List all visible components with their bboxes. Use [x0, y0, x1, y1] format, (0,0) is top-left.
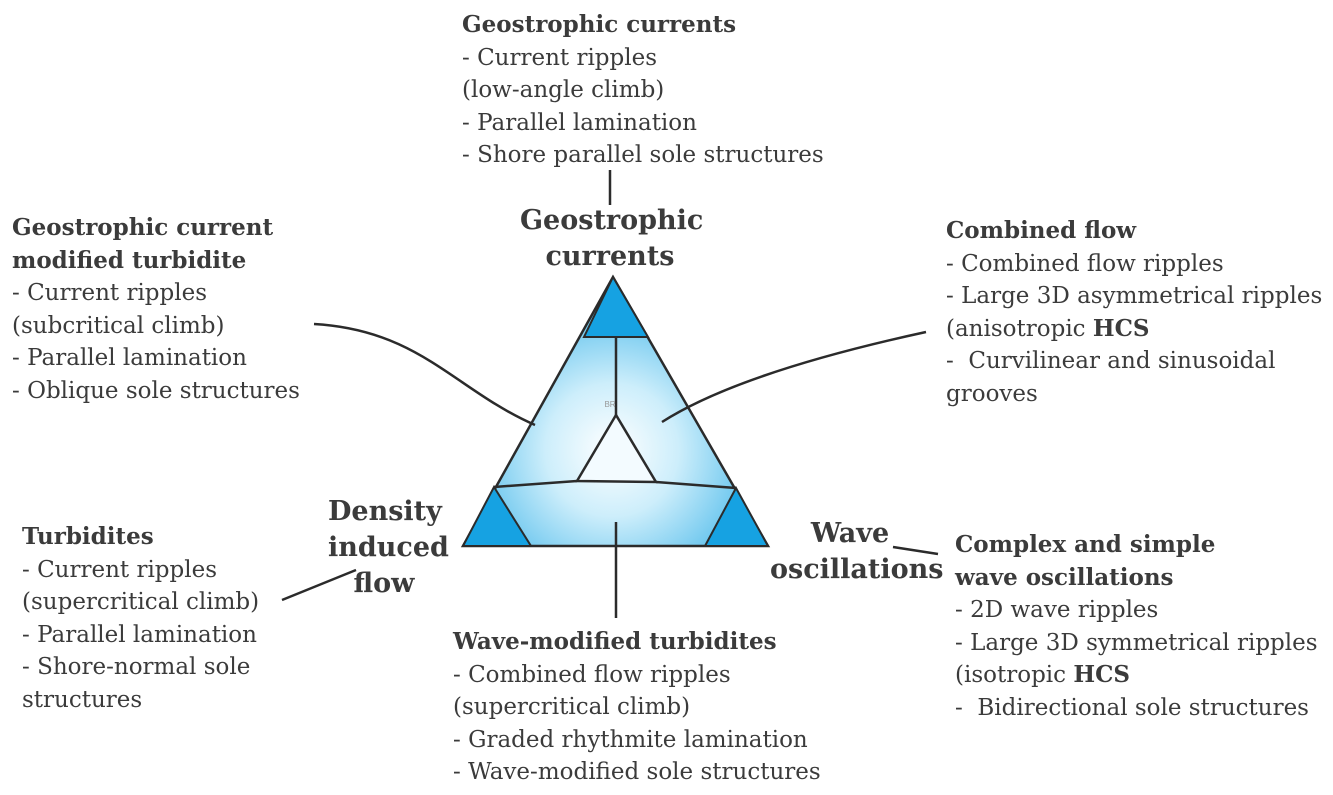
- block-line: - Large 3D asymmetrical ripples: [946, 283, 1323, 309]
- block-line: - Combined flow ripples: [453, 661, 731, 688]
- wave-modified-turbidites-block: Wave-modified turbidites - Combined flow…: [453, 626, 821, 789]
- inner-dividers: [493, 337, 737, 490]
- block-title: wave oscillations: [955, 563, 1174, 591]
- leader-combined: [661, 330, 927, 424]
- hcs-prefix: (anisotropic: [946, 315, 1093, 342]
- block-line: - Parallel lamination: [462, 109, 697, 136]
- leader-lines: [281, 170, 939, 618]
- leader-turbidites: [281, 568, 357, 602]
- block-title: Geostrophic current: [12, 214, 274, 241]
- leader-complex: [892, 545, 939, 556]
- divider-right: [655, 480, 737, 490]
- block-line: - Oblique sole structures: [12, 377, 300, 404]
- block-line: - Curvilinear and sinusoidal: [946, 348, 1276, 374]
- vertex-label-line: Wave: [810, 518, 890, 549]
- block-title: Complex and simple: [955, 531, 1216, 558]
- left-corner-region: [461, 484, 533, 547]
- block-line: - Shore parallel sole structures: [462, 142, 824, 168]
- vertex-label-line: currents: [545, 241, 675, 272]
- vertex-label-wave: Wave oscillations: [770, 516, 944, 588]
- hcs-term: HCS: [1092, 314, 1150, 342]
- block-title: Turbidites: [22, 523, 154, 550]
- block-line: - Combined flow ripples: [946, 250, 1224, 277]
- vertex-label-line: Geostrophic: [520, 205, 704, 236]
- block-line: (supercritical climb): [22, 589, 260, 615]
- block-line-hcs: (anisotropic HCS: [946, 313, 1322, 346]
- divider-left: [493, 479, 578, 489]
- block-line: - Shore-normal sole: [22, 654, 251, 680]
- block-line: - Wave-modified sole structures: [453, 759, 821, 785]
- block-title: Wave-modified turbidites: [453, 628, 777, 655]
- vertex-label-geostrophic: Geostrophic currents: [520, 203, 704, 275]
- hcs-prefix: (isotropic: [955, 662, 1074, 688]
- block-line: (low-angle climb): [462, 77, 665, 103]
- combined-flow-block: Combined flow - Combined flow ripples - …: [946, 215, 1322, 410]
- top-corner-region: [582, 274, 650, 338]
- center-mark: BR: [604, 400, 615, 409]
- block-line: (supercritical climb): [453, 694, 691, 720]
- vertex-label-line: flow: [353, 568, 415, 599]
- block-line: (subcritical climb): [12, 312, 225, 339]
- block-line: - Large 3D symmetrical ripples: [955, 629, 1318, 656]
- block-line: - Current ripples: [22, 556, 218, 583]
- block-title: modified turbidite: [12, 246, 247, 274]
- gcmt-block: Geostrophic current modified turbidite -…: [12, 212, 300, 407]
- inner-triangle: [574, 412, 659, 484]
- hcs-term: HCS: [1073, 661, 1130, 688]
- block-line-hcs: (isotropic HCS: [955, 659, 1318, 692]
- block-line: - Parallel lamination: [12, 345, 247, 371]
- block-line: - Graded rhythmite lamination: [453, 726, 808, 753]
- block-line: - Current ripples: [462, 44, 658, 71]
- block-line: structures: [22, 686, 143, 713]
- block-line: - Current ripples: [12, 280, 208, 306]
- block-line: - Parallel lamination: [22, 621, 257, 648]
- block-line: - Bidirectional sole structures: [955, 694, 1309, 721]
- right-corner-region: [703, 485, 770, 547]
- vertex-label-line: induced: [328, 532, 449, 563]
- vertex-label-density: Density induced flow: [328, 494, 449, 602]
- block-title: Geostrophic currents: [462, 11, 737, 38]
- complex-wave-block: Complex and simple wave oscillations - 2…: [955, 529, 1318, 724]
- block-line: - 2D wave ripples: [955, 597, 1159, 623]
- vertex-label-line: oscillations: [770, 554, 944, 585]
- geostrophic-block: Geostrophic currents - Current ripples (…: [462, 9, 824, 172]
- turbidites-block: Turbidites - Current ripples (supercriti…: [22, 521, 259, 716]
- block-title: Combined flow: [946, 217, 1137, 244]
- vertex-label-line: Density: [328, 496, 442, 527]
- leader-gcmt: [313, 322, 536, 427]
- block-line: grooves: [946, 380, 1038, 407]
